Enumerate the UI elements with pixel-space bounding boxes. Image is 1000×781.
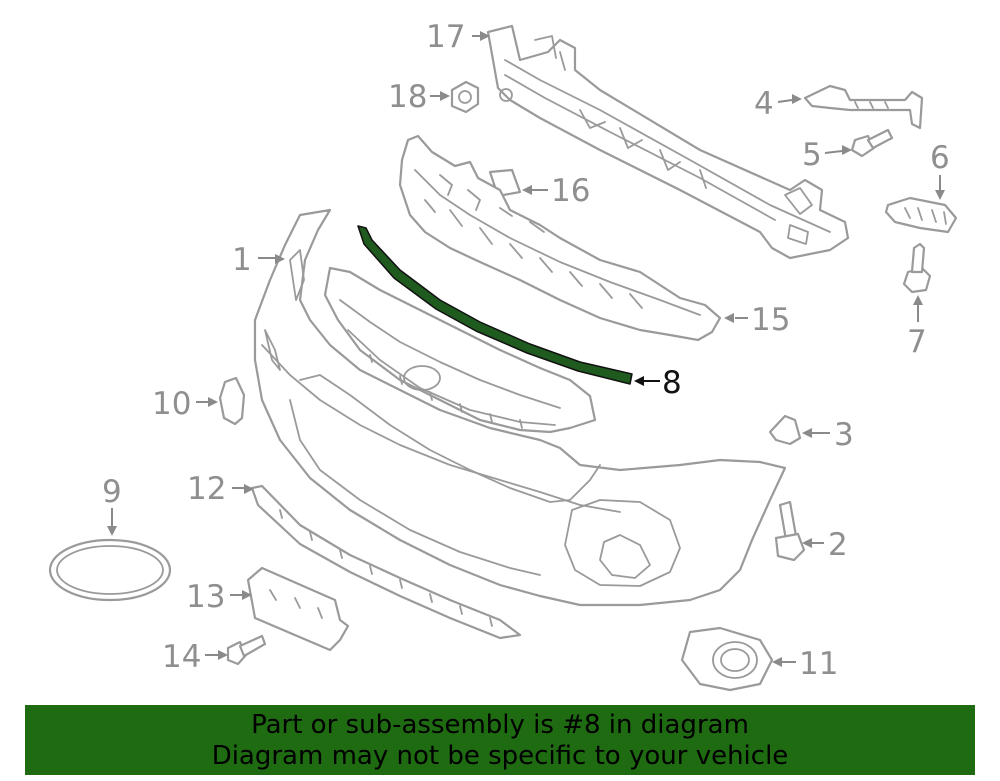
part-18-nut — [450, 80, 480, 114]
parts-diagram: 17 18 4 5 6 16 1 15 7 8 10 3 9 12 2 13 1… — [48, 19, 958, 692]
callout-12: 12 — [187, 471, 226, 507]
part-7-screw — [902, 242, 932, 294]
callout-2: 2 — [828, 527, 848, 563]
part-9-gasket-ring — [48, 538, 172, 602]
part-2-bolt — [774, 500, 806, 562]
part-17-reinforcement-beam — [486, 24, 850, 260]
callout-16: 16 — [551, 173, 590, 209]
callout-15: 15 — [751, 302, 790, 338]
banner-line-part: Part or sub-assembly is #8 in diagram — [251, 710, 749, 740]
info-banner: Part or sub-assembly is #8 in diagram Di… — [25, 705, 975, 775]
callout-11: 11 — [799, 646, 838, 682]
callout-4: 4 — [754, 86, 774, 122]
part-1-bumper-cover — [253, 208, 787, 607]
banner-line-disclaimer: Diagram may not be specific to your vehi… — [211, 741, 789, 771]
callout-7: 7 — [907, 324, 927, 360]
callout-18: 18 — [388, 79, 427, 115]
part-15-absorber — [398, 134, 722, 342]
callout-10: 10 — [152, 386, 191, 422]
part-12-lower-molding — [250, 484, 522, 640]
part-4-bracket — [803, 84, 924, 130]
part-5-bolt — [850, 128, 894, 158]
part-3-clip — [768, 414, 802, 446]
callout-labels: 17 18 4 5 6 16 1 15 7 8 10 3 9 12 2 13 1… — [102, 19, 950, 682]
grille — [323, 266, 597, 434]
part-11-fog-bezel — [680, 626, 774, 692]
callout-13: 13 — [186, 579, 225, 615]
part-6-retainer — [884, 196, 958, 234]
callout-6: 6 — [930, 140, 950, 176]
callout-arrows — [107, 31, 945, 667]
part-8-molding-strip — [357, 225, 633, 385]
callout-1: 1 — [232, 242, 252, 278]
part-14-screw — [226, 634, 267, 666]
callout-17: 17 — [426, 19, 465, 55]
part-13-plate-bracket — [246, 566, 350, 652]
callout-3: 3 — [834, 417, 854, 453]
callout-8: 8 — [662, 365, 682, 401]
part-10-cap — [218, 376, 246, 426]
callout-5: 5 — [802, 137, 822, 173]
callout-14: 14 — [162, 639, 201, 675]
callout-9: 9 — [102, 474, 122, 510]
